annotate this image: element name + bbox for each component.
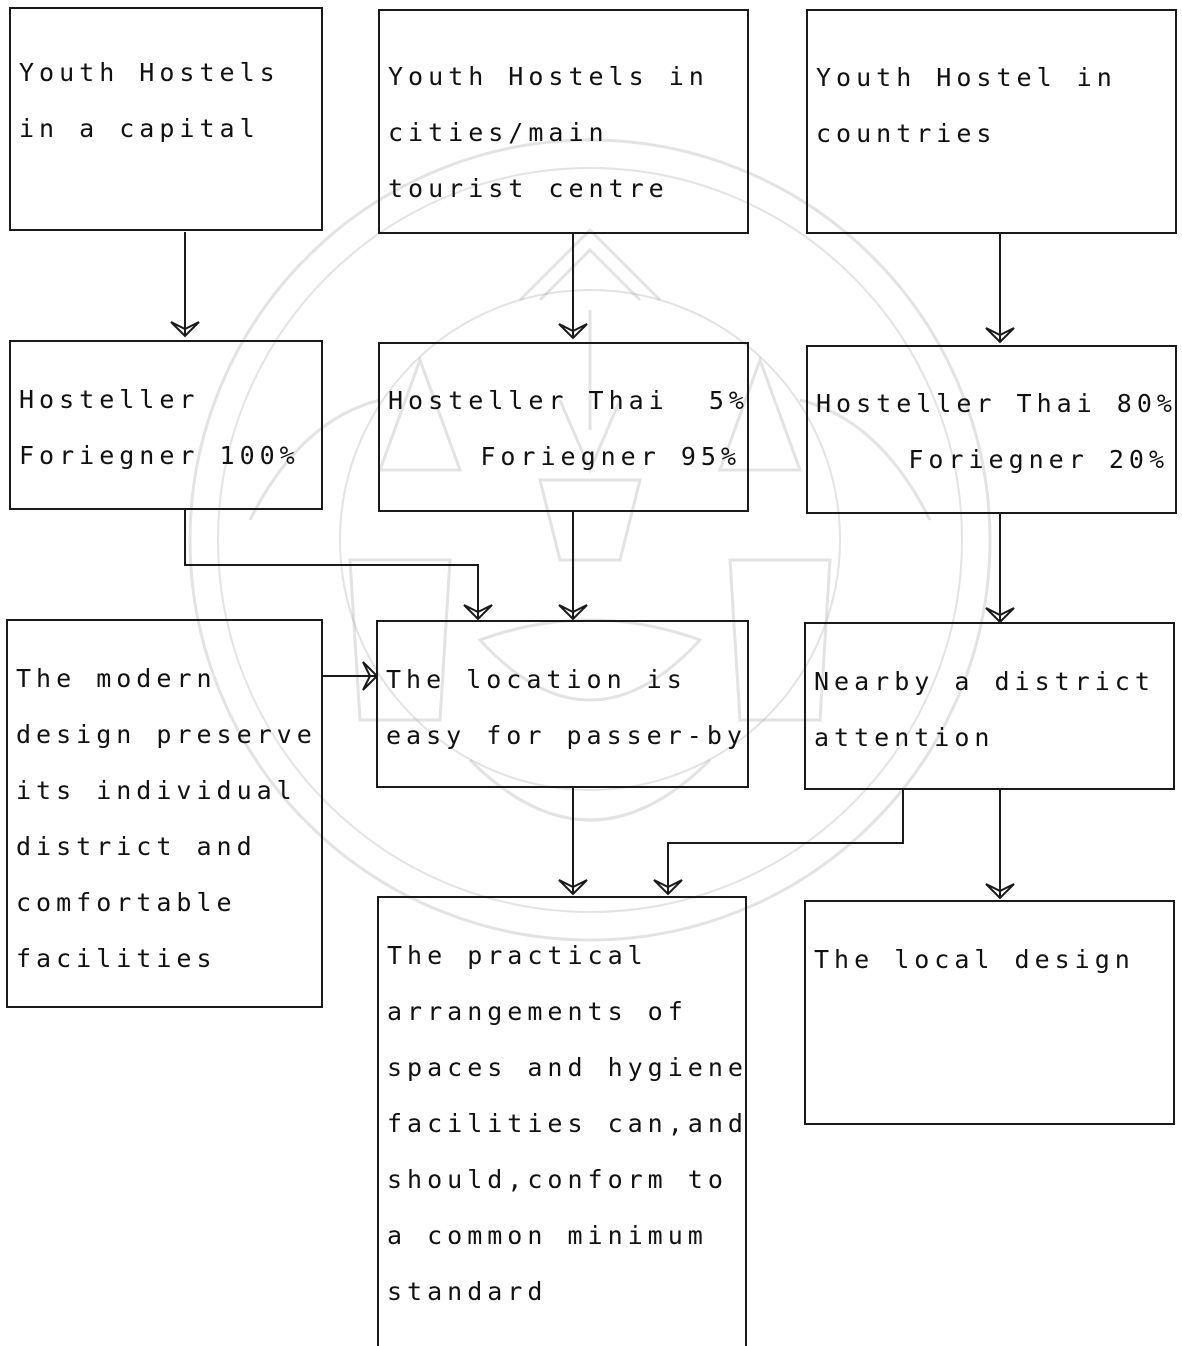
box-text-line: attention [814, 723, 995, 752]
arrowhead-down-icon [463, 604, 493, 621]
box-local-design: The local design [804, 900, 1175, 1125]
arrowhead-down-icon [558, 604, 588, 621]
box-text-line: district and [16, 832, 257, 861]
box-youth-hostels-capital: Youth Hostels in a capital [9, 7, 323, 231]
arrowhead-down-icon [985, 883, 1015, 900]
box-hosteller-countries: Hosteller Thai 80% Foriegner 20% [806, 345, 1177, 514]
arrowhead-down-icon [653, 879, 683, 896]
box-text-line: a common minimum [387, 1221, 708, 1250]
box-text-line: arrangements of [387, 997, 688, 1026]
box-text-line: The modern [16, 664, 217, 693]
box-location: The location is easy for passer-by [376, 620, 749, 788]
box-text-line: easy for passer-by [386, 721, 747, 750]
box-text-line: Youth Hostels [19, 58, 280, 87]
box-text-line: should,conform to [387, 1165, 728, 1194]
arrowhead-down-icon [558, 323, 588, 340]
box-text-line: Hosteller Thai 5% [388, 386, 749, 415]
box-text-line: Foriegner 20% [908, 445, 1169, 474]
arrowhead-down-icon [558, 879, 588, 896]
box-text-line: Nearby a district [814, 667, 1155, 696]
box-text-line: cities/main [388, 118, 609, 147]
box-text-line: countries [816, 119, 997, 148]
box-text-line: facilities can,and [387, 1109, 748, 1138]
box-text-line: The practical [387, 941, 648, 970]
box-hosteller-cities: Hosteller Thai 5% Foriegner 95% [378, 342, 749, 512]
box-text-line: Youth Hostels in [388, 62, 709, 91]
box-text-line: The local design [814, 945, 1135, 974]
box-text-line: Foriegner 100% [19, 441, 300, 470]
arrowhead-right-icon [362, 661, 379, 691]
box-text-line: Hosteller [19, 385, 200, 414]
box-text-line: Foriegner 95% [480, 442, 741, 471]
box-text-line: tourist centre [388, 174, 669, 203]
box-district-attention: Nearby a district attention [804, 622, 1175, 790]
box-text-line: Hosteller Thai 80% [816, 389, 1177, 418]
box-text-line: its individual [16, 776, 297, 805]
box-text-line: design preserve [16, 720, 317, 749]
box-modern-design: The modern design preserve its individua… [6, 619, 323, 1008]
arrow-hosteller-capital-to-location [184, 510, 479, 618]
arrowhead-down-icon [985, 327, 1015, 344]
box-text-line: The location is [386, 665, 687, 694]
box-practical-arrangements: The practical arrangements of spaces and… [377, 896, 747, 1346]
box-text-line: Youth Hostel in [816, 63, 1117, 92]
box-text-line: facilities [16, 944, 217, 973]
arrowhead-down-icon [170, 321, 200, 338]
box-text-line: in a capital [19, 114, 260, 143]
box-youth-hostel-countries: Youth Hostel in countries [806, 9, 1177, 234]
box-text-line: spaces and hygiene [387, 1053, 748, 1082]
box-youth-hostels-cities: Youth Hostels in cities/main tourist cen… [378, 9, 749, 234]
box-text-line: comfortable [16, 888, 237, 917]
box-text-line: standard [387, 1277, 548, 1306]
box-hosteller-capital: Hosteller Foriegner 100% [9, 340, 323, 510]
arrowhead-down-icon [985, 607, 1015, 624]
arrow-district-to-practical [667, 790, 904, 893]
